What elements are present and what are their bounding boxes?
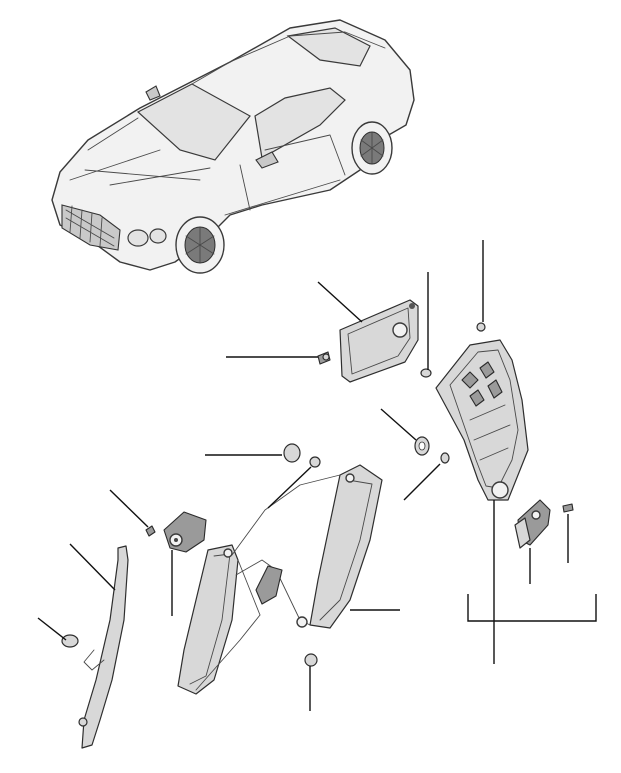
nut-carrier-top	[476, 322, 486, 332]
leader-access-cover	[317, 281, 363, 323]
car-illustration	[51, 19, 415, 274]
grommet-large	[283, 443, 301, 463]
leader-lines	[37, 240, 597, 711]
nut-small-right	[420, 368, 432, 378]
leader-guide-rail	[69, 543, 116, 591]
nut-small-mid	[440, 452, 450, 464]
clip-bottom	[304, 653, 318, 667]
regulator-carrier-plate	[435, 339, 529, 501]
leader-screw-left	[109, 489, 149, 528]
access-cover-panel	[339, 299, 419, 383]
leader-seal-ring	[380, 408, 417, 441]
guide-rail	[78, 545, 129, 749]
plug-cap	[61, 634, 79, 648]
window-motor-right	[514, 499, 551, 549]
seal-ring	[414, 436, 430, 456]
leader-plug-cap	[37, 617, 67, 641]
window-regulator	[177, 464, 383, 695]
grommet-small	[309, 456, 321, 468]
leader-grommet-small	[267, 466, 312, 509]
window-motor-left	[163, 511, 207, 553]
screw-panel	[317, 351, 331, 365]
leader-nut-small-mid	[403, 463, 441, 501]
screw-right	[562, 503, 574, 513]
screw-left	[145, 525, 156, 537]
group-bracket	[467, 594, 597, 622]
